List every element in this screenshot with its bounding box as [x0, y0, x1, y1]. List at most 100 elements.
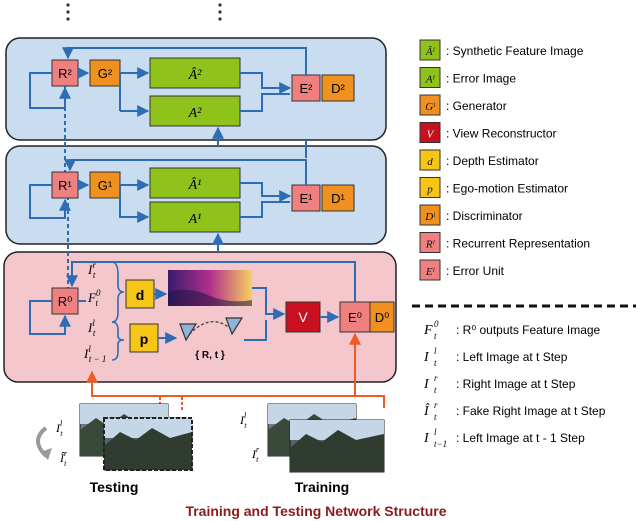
- training-label: Training: [295, 479, 349, 495]
- legend-text: : Error Image: [446, 72, 516, 86]
- layer-0-panel: [3, 251, 397, 383]
- error-unit-0-label: E⁰: [348, 310, 362, 325]
- legend-swatch: [419, 94, 441, 116]
- legend-item: d : Depth Estimator: [419, 149, 539, 171]
- discriminator-1-label: D¹: [331, 191, 345, 206]
- notation-symbol: I: [423, 350, 430, 365]
- discriminator-2-label: D²: [331, 81, 345, 96]
- legend-symbol: Gˡ: [425, 101, 435, 113]
- generator-2: [89, 59, 121, 87]
- legend-text: : Depth Estimator: [446, 154, 539, 168]
- generator-2-label: G²: [98, 66, 113, 81]
- view-reconstructor-label: V: [298, 309, 308, 325]
- legend-swatch: [419, 204, 441, 226]
- legend-symbol: Rˡ: [425, 239, 435, 251]
- legend-symbol: Eˡ: [425, 266, 435, 278]
- error-image-1-label: A¹: [188, 212, 202, 227]
- brace-pose: [111, 321, 125, 361]
- diagram-caption: Training and Testing Network Structure: [185, 503, 446, 519]
- notation-superscript: r: [434, 400, 438, 410]
- legend-text: : Ego-motion Estimator: [446, 182, 568, 196]
- legend-swatch: [419, 149, 441, 171]
- legend-item: Âˡ : Synthetic Feature Image: [419, 39, 584, 61]
- notation-text: : Fake Right Image at t Step: [456, 404, 606, 418]
- recurrent-unit-0: [51, 287, 79, 315]
- legend-swatch: [419, 177, 441, 198]
- notation-subscript: t−1: [434, 439, 447, 449]
- legend-item: p : Ego-motion Estimator: [419, 177, 568, 198]
- legend-item: Rˡ : Recurrent Representation: [419, 232, 590, 253]
- testing-label: Testing: [90, 479, 139, 495]
- pose-label: { R, t }: [195, 350, 225, 361]
- view-reconstructor: [285, 301, 321, 333]
- legend-item: Dˡ : Discriminator: [419, 204, 523, 226]
- layer-1: R¹ G¹ Â¹ A¹ E¹ D¹: [29, 140, 355, 233]
- notation-text: : Right Image at t Step: [456, 377, 576, 391]
- discriminator-0: [369, 301, 395, 333]
- legend-text: : Discriminator: [446, 209, 523, 223]
- synthetic-image-1-label: Â¹: [188, 176, 202, 193]
- notation-text: : Left Image at t Step: [456, 350, 568, 364]
- legend-text: : Recurrent Representation: [446, 237, 590, 251]
- layer-2: R² G² Â² A² E² D²: [29, 47, 355, 127]
- continuation-dots: [66, 3, 222, 21]
- synthetic-image-1: [149, 167, 241, 199]
- notation-subscript: t: [434, 385, 437, 395]
- notation-symbol: I: [423, 377, 430, 392]
- legend-text: : Error Unit: [446, 264, 505, 278]
- synthetic-image-2-label: Â²: [188, 66, 203, 83]
- recurrent-unit-0-label: R⁰: [58, 294, 73, 309]
- legend-symbol: Aˡ: [425, 74, 435, 86]
- notation-symbol: Î: [423, 402, 430, 419]
- legend-symbol: d: [427, 156, 433, 168]
- legend-symbol: p: [426, 184, 433, 196]
- error-unit-1-label: E¹: [300, 191, 314, 206]
- legend-item: Aˡ : Error Image: [419, 67, 516, 88]
- legend-swatch: [419, 67, 441, 88]
- depth-estimator-label: d: [136, 287, 145, 303]
- brace-depth: [111, 261, 125, 323]
- notation-symbol: F: [423, 323, 433, 338]
- legend-symbol: V: [427, 129, 435, 141]
- legend-text: : Synthetic Feature Image: [446, 44, 584, 58]
- legend-item: Eˡ : Error Unit: [419, 259, 505, 281]
- notation-superscript: l: [434, 427, 437, 437]
- legend-symbol: Dˡ: [424, 211, 435, 223]
- legend-item: Gˡ : Generator: [419, 94, 507, 116]
- legend-text: : Generator: [446, 99, 507, 113]
- recurrent-unit-1-label: R¹: [58, 178, 72, 193]
- notation-subscript: t: [434, 331, 437, 341]
- legend-swatch: [419, 39, 441, 61]
- legend-symbol: Âˡ: [425, 46, 435, 58]
- legend-swatch: [419, 232, 441, 253]
- legend-item: V : View Reconstructor: [419, 122, 557, 143]
- legend-swatch: [419, 122, 441, 143]
- recurrent-unit-1: [51, 171, 79, 199]
- error-image-2-label: A²: [188, 106, 203, 121]
- image-input-arrows: [86, 332, 385, 410]
- legend-swatch: [419, 259, 441, 281]
- legend-text: : View Reconstructor: [446, 127, 557, 141]
- discriminator-1: [321, 184, 355, 212]
- generator-1-label: G¹: [98, 178, 113, 193]
- notation-text: : R⁰ outputs Feature Image: [456, 323, 601, 337]
- notation-superscript: r: [434, 373, 438, 383]
- notation-text: : Left Image at t - 1 Step: [456, 431, 585, 445]
- discriminator-2: [321, 74, 355, 102]
- discriminator-0-label: D⁰: [375, 310, 390, 325]
